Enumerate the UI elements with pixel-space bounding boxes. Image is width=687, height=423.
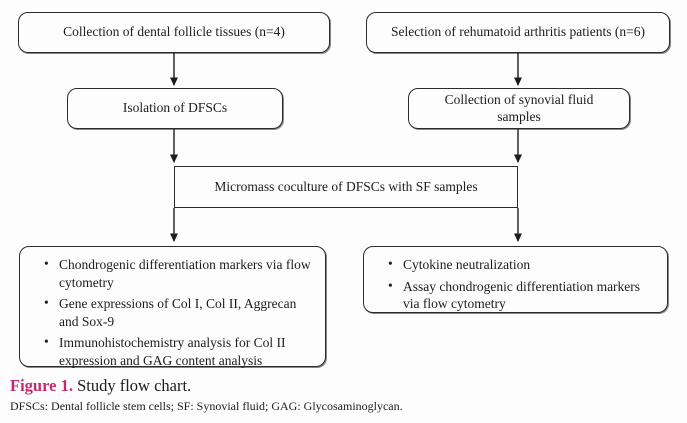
sf-outcomes-list: Cytokine neutralizationAssay chondrogeni… <box>364 247 667 325</box>
node-select-patients: Selection of rehumatoid arthritis patien… <box>366 12 670 53</box>
node-collect-tissues-label: Collection of dental follicle tissues (n… <box>63 24 285 40</box>
bullet-item: Assay chondrogenic differentiation marke… <box>388 277 659 313</box>
dfsc-outcomes-list: Chondrogenic differentiation markers via… <box>20 247 325 381</box>
bullet-item: Gene expressions of Col I, Col II, Aggre… <box>44 294 317 330</box>
node-coculture-label: Micromass coculture of DFSCs with SF sam… <box>214 178 478 194</box>
node-select-patients-label: Selection of rehumatoid arthritis patien… <box>391 24 645 40</box>
node-collect-sf-label: Collection of synovial fluid samples <box>444 91 594 124</box>
node-isolate-dfscs: Isolation of DFSCs <box>67 88 283 129</box>
node-collect-tissues: Collection of dental follicle tissues (n… <box>18 12 330 53</box>
figure-footnote: DFSCs: Dental follicle stem cells; SF: S… <box>10 399 403 413</box>
bullet-item: Cytokine neutralization <box>388 255 659 274</box>
figure-caption-label: Figure 1. <box>10 376 73 395</box>
node-coculture: Micromass coculture of DFSCs with SF sam… <box>174 166 518 208</box>
node-sf-outcomes: Cytokine neutralizationAssay chondrogeni… <box>363 246 668 313</box>
node-collect-sf: Collection of synovial fluid samples <box>408 88 630 129</box>
node-isolate-dfscs-label: Isolation of DFSCs <box>122 100 228 116</box>
bullet-item: Immunohistochemistry analysis for Col II… <box>44 333 317 369</box>
figure-caption-text: Study flow chart. <box>77 376 192 395</box>
figure-caption: Figure 1. Study flow chart. <box>10 376 191 396</box>
bullet-item: Chondrogenic differentiation markers via… <box>44 255 317 291</box>
node-dfsc-outcomes: Chondrogenic differentiation markers via… <box>19 246 326 368</box>
